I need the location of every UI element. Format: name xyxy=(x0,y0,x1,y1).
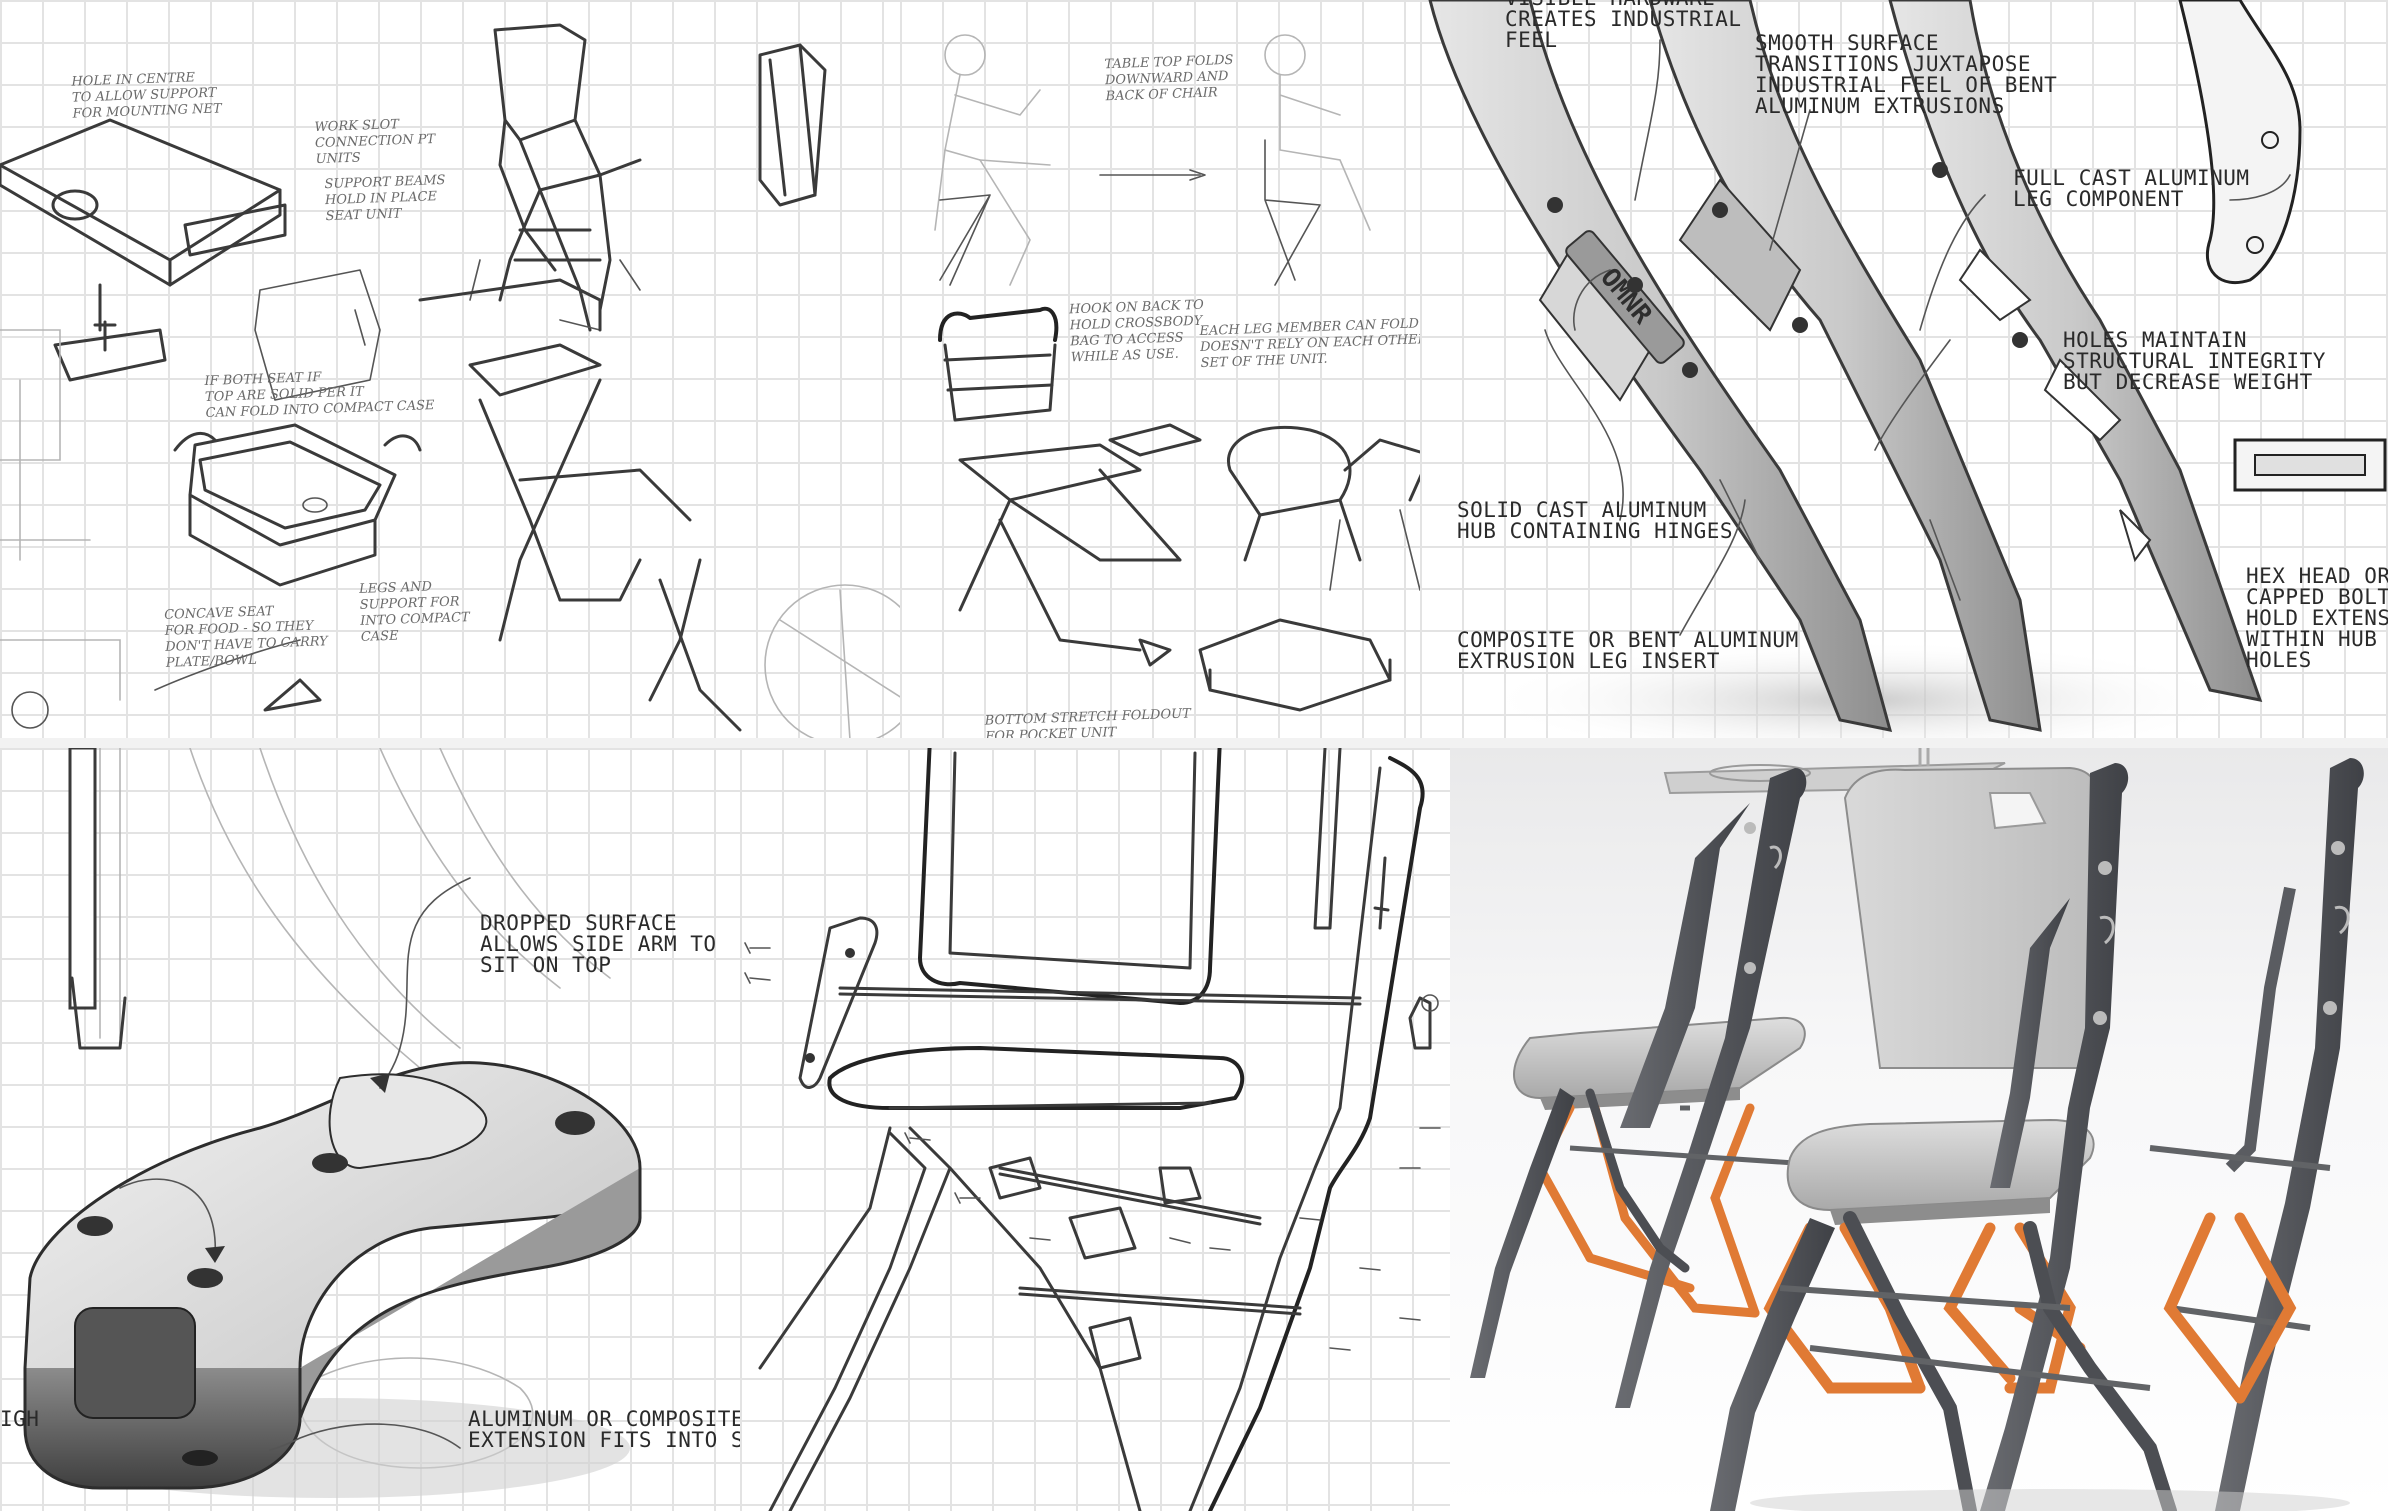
callout-left-fragment: IGH xyxy=(0,1407,40,1431)
leg-component-render: OMNR xyxy=(1428,0,2387,745)
panel-table-concepts: HOLE IN CENTRE TO ALLOW SUPPORT FOR MOUN… xyxy=(0,0,960,745)
folding-study-sketches xyxy=(934,34,1432,712)
armrest-hub-render xyxy=(23,748,642,1498)
note-hook-back: HOOK ON BACK TO HOLD CROSSBODY BAG TO AC… xyxy=(1068,297,1205,366)
panel-folding-studies: TABLE TOP FOLDS DOWNWARD AND BACK OF CHA… xyxy=(900,0,1440,745)
panel-exploded-chair xyxy=(740,748,1450,1511)
callout-composite: COMPOSITE OR BENT ALUMINUM EXTRUSION LEG… xyxy=(1457,628,1799,673)
note-support-beams: SUPPORT BEAMS HOLD IN PLACE SEAT UNIT xyxy=(324,172,446,225)
callout-dropped-surface: DROPPED SURFACE ALLOWS SIDE ARM TO SIT O… xyxy=(480,911,717,977)
callout-aluminum-extension: ALUMINUM OR COMPOSITE EXTENSION FITS INT… xyxy=(468,1407,740,1452)
note-table-top: TABLE TOP FOLDS DOWNWARD AND BACK OF CHA… xyxy=(1104,52,1234,105)
table-concept-sketches xyxy=(0,23,926,745)
callout-visible-hardware: VISIBLE HARDWARE CREATES INDUSTRIAL FEEL xyxy=(1505,0,1742,52)
callout-full-cast: FULL CAST ALUMINUM LEG COMPONENT xyxy=(2013,166,2250,211)
note-legs-support: LEGS AND SUPPORT FOR INTO COMPACT CASE xyxy=(358,579,470,645)
callout-hex-head: HEX HEAD OR CAPPED BOLTS HOLD EXTENSIO W… xyxy=(2246,564,2388,672)
panel-chair-render xyxy=(1450,748,2388,1511)
section-divider xyxy=(0,738,2388,748)
panel-armrest-hub: DROPPED SURFACE ALLOWS SIDE ARM TO SIT O… xyxy=(0,748,740,1511)
callout-smooth-surface: SMOOTH SURFACE TRANSITIONS JUXTAPOSE IND… xyxy=(1755,31,2058,118)
exploded-chair-drawing xyxy=(744,748,1441,1511)
panel-leg-detail: OMNR xyxy=(1420,0,2388,745)
note-both-seat: IF BOTH SEAT IF TOP ARE SOLID PER IT CAN… xyxy=(204,369,435,421)
exploded-screws xyxy=(744,942,1441,1351)
callout-solid-cast: SOLID CAST ALUMINUM HUB CONTAINING HINGE… xyxy=(1457,498,1734,543)
note-concave-seat: CONCAVE SEAT FOR FOOD - SO THEY DON'T HA… xyxy=(163,604,328,671)
chair-render xyxy=(1470,748,2364,1511)
note-hole-centre: HOLE IN CENTRE TO ALLOW SUPPORT FOR MOUN… xyxy=(71,70,222,122)
callout-holes-maintain: HOLES MAINTAIN STRUCTURAL INTEGRITY BUT … xyxy=(2063,328,2326,394)
note-work-slot: WORK SLOT CONNECTION PT UNITS xyxy=(314,117,436,168)
